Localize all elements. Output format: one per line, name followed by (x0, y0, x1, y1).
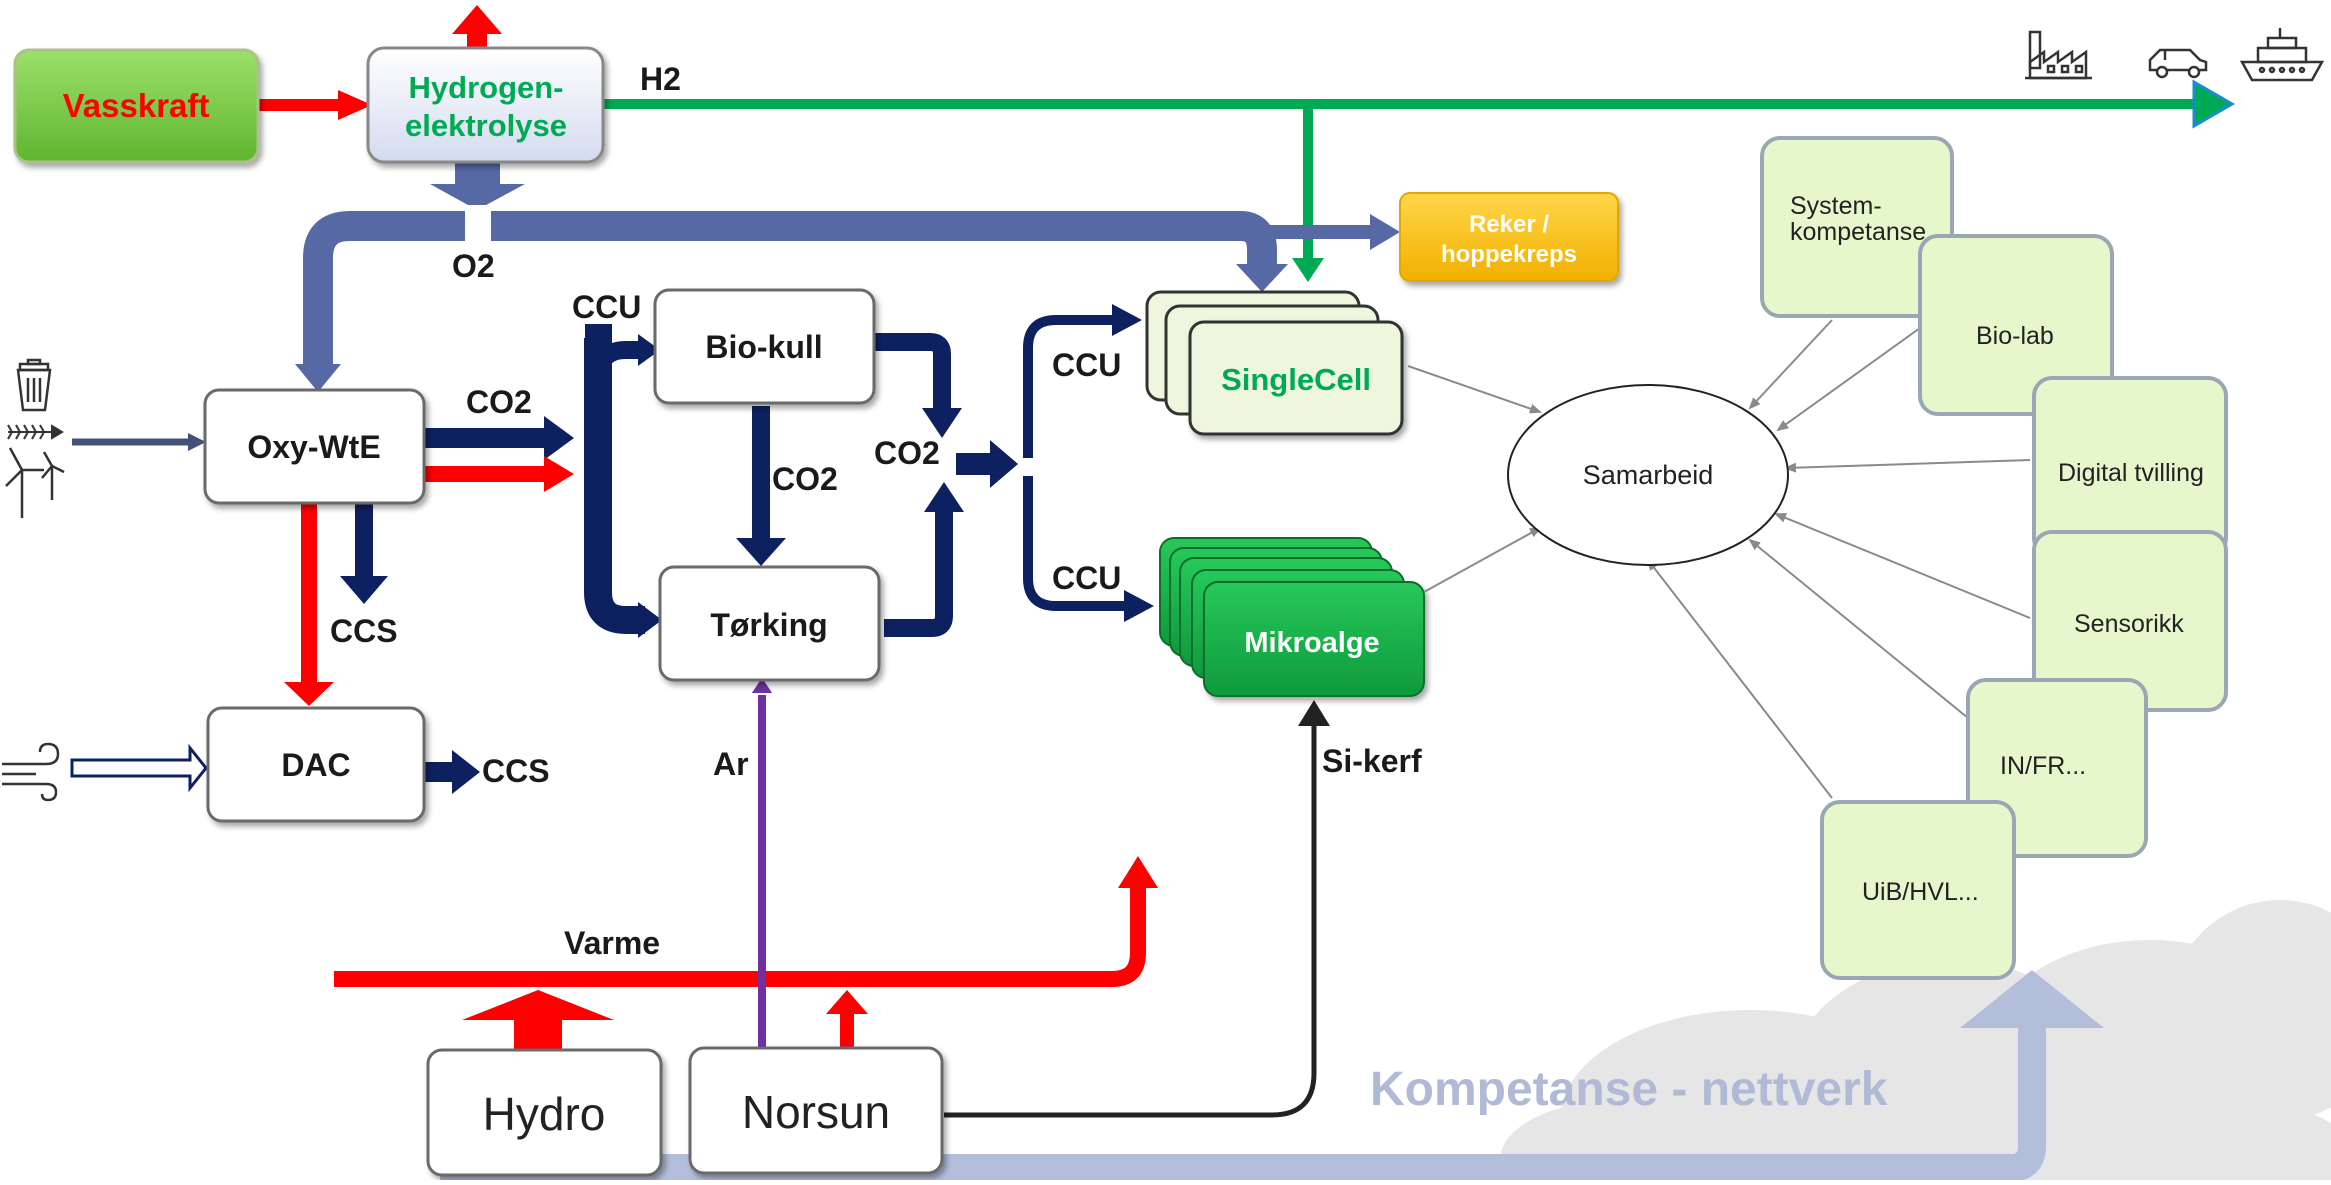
varme-line (334, 886, 1146, 987)
kompetanse-arrowhead (1960, 970, 2104, 1028)
network-uib-label: UiB/HVL... (1862, 878, 1979, 906)
singlecell-node[interactable] (1145, 290, 1404, 436)
mikroalge-node[interactable] (1159, 537, 1425, 697)
biokull-to-torking-arrow (736, 538, 786, 566)
torking-node[interactable] (658, 565, 881, 682)
hydro-node[interactable] (426, 1048, 663, 1177)
ar-label: Ar (713, 746, 749, 782)
samarbeid-label: Samarbeid (1583, 460, 1714, 490)
mikroalge-label: Mikroalge (1244, 627, 1379, 659)
o2-label: O2 (452, 248, 495, 284)
oxy-co2-arrow-shaft (424, 428, 548, 448)
h2-arrowhead (2192, 79, 2235, 129)
wind-turbine-icon (5, 447, 65, 518)
network-biolab-node[interactable] (1918, 234, 2114, 416)
air-input-arrow (70, 743, 208, 793)
ccu-branch-bottom (1023, 476, 1128, 611)
kompetanse-label: Kompetanse - nettverk (1370, 1063, 1888, 1116)
network-system-line1: System- (1790, 192, 1882, 220)
ccu-mikro-label: CCU (1052, 560, 1121, 596)
heat-up-arrow (452, 5, 502, 34)
oxy-ccs-arrow (340, 576, 388, 604)
dac-ccs-arrow (452, 750, 480, 794)
ccu-top-label: CCU (572, 289, 641, 325)
co2-oxy-label: CO2 (466, 384, 532, 420)
ccu-branch-top (1023, 315, 1118, 458)
singlecell-label: SingleCell (1221, 362, 1371, 397)
co2-right-label: CO2 (874, 435, 940, 471)
h2-label: H2 (640, 61, 681, 97)
wind-icon (2, 742, 60, 802)
dac-label: DAC (281, 747, 350, 783)
dac-node[interactable] (206, 706, 426, 823)
network-arrows (1407, 319, 2031, 799)
sikerf-line (944, 722, 1317, 1118)
oxy-wte-node[interactable] (203, 388, 426, 505)
network-infr-label: IN/FR... (2000, 752, 2086, 780)
network-system-node[interactable] (1760, 136, 1954, 318)
kompetanse-arrow (440, 1025, 2046, 1182)
norsun-label: Norsun (742, 1086, 890, 1138)
vasskraft-label: Vasskraft (63, 87, 210, 124)
torking-label: Tørking (710, 607, 827, 643)
biomass-arrows-icon (7, 424, 64, 440)
o2-to-reker-arrowhead (1370, 214, 1400, 250)
hydrogen-elektrolyse-node[interactable] (366, 46, 605, 164)
factory-icon (2025, 30, 2092, 80)
network-system-line2: kompetanse (1790, 218, 1926, 246)
trash-bin-icon (16, 358, 52, 412)
ship-icon (2239, 28, 2325, 82)
oxy-wte-label: Oxy-WtE (247, 429, 380, 465)
oxy-heat-arrow-shaft (424, 466, 548, 482)
co2-mid-label: CO2 (772, 461, 838, 497)
vasskraft-node[interactable] (13, 48, 260, 164)
ccu-bracket (584, 324, 645, 634)
ccs-dac-label: CCS (482, 753, 550, 789)
hydro-label: Hydro (483, 1088, 606, 1140)
car-icon (2148, 48, 2208, 79)
oxy-to-dac-heat-arrow (284, 682, 334, 706)
norsun-node[interactable] (688, 1046, 944, 1175)
network-digital-label: Digital tvilling (2058, 459, 2204, 487)
co2-junction-arrow (990, 440, 1018, 488)
reker-node[interactable] (1399, 192, 1619, 282)
norsun-heat-arrow (826, 990, 868, 1014)
o2-flow-line (303, 211, 1277, 368)
torking-out-line (884, 510, 953, 637)
reker-label-line1: Reker / (1469, 211, 1549, 238)
o2-down-arrow (430, 184, 525, 210)
network-biolab-label: Bio-lab (1976, 322, 2054, 350)
biokull-label: Bio-kull (705, 329, 822, 365)
ccu-single-label: CCU (1052, 347, 1121, 383)
sikerf-label: Si-kerf (1322, 743, 1422, 779)
samarbeid-node[interactable] (1507, 384, 1789, 566)
network-sensorikk-label: Sensorikk (2074, 610, 2184, 638)
network-uib-node[interactable] (1820, 800, 2016, 980)
biokull-out-line (874, 333, 951, 410)
hydrogen-label-line2: elektrolyse (405, 108, 567, 143)
biokull-node[interactable] (653, 288, 876, 405)
reker-label-line2: hoppekreps (1441, 241, 1577, 268)
hydro-heat-arrow (462, 990, 614, 1020)
varme-label: Varme (564, 925, 660, 961)
ccs-oxy-label: CCS (330, 613, 398, 649)
hydrogen-label-line1: Hydrogen- (409, 70, 564, 105)
